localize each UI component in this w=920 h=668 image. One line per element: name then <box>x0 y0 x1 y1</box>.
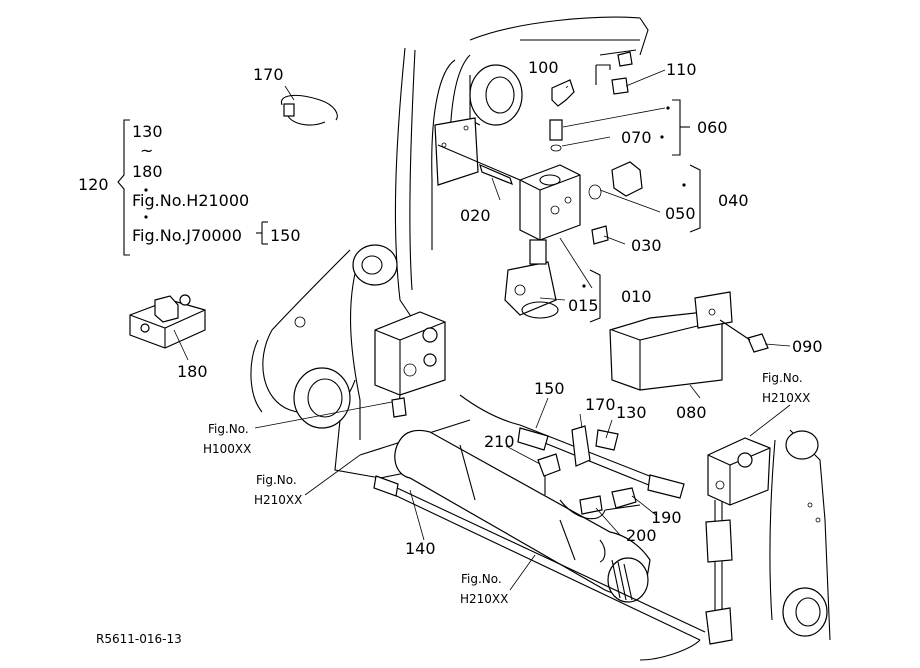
label-110: 110 <box>666 60 697 79</box>
ref-fig-no-h210-bottom: Fig.No. <box>461 572 502 586</box>
leader-lines <box>173 69 791 591</box>
ref-h210xx-bottom: H210XX <box>460 592 508 606</box>
valve-block-upper <box>437 51 769 391</box>
label-190: 190 <box>651 508 682 527</box>
ref-fig-no-h210-left: Fig.No. <box>256 473 297 487</box>
label-130: 130 <box>616 403 647 422</box>
label-100: 100 <box>528 58 559 77</box>
label-090: 090 <box>792 337 823 356</box>
label-040: 040 <box>718 191 749 210</box>
valve-block-lower <box>374 311 446 418</box>
label-050: 050 <box>665 204 696 223</box>
label-180: 180 <box>177 362 208 381</box>
label-130-group: 130 <box>132 122 163 141</box>
label-010: 010 <box>621 287 652 306</box>
label-170: 170 <box>585 395 616 414</box>
label-210: 210 <box>484 432 515 451</box>
label-070: 070 <box>621 128 652 147</box>
range-tilde: ~ <box>140 141 153 160</box>
ref-h210xx-left: H210XX <box>254 493 302 507</box>
label-200: 200 <box>626 526 657 545</box>
label-150: 150 <box>534 379 565 398</box>
callout-labels: 170 100 110 060 070 040 050 020 030 010 … <box>78 58 823 646</box>
label-060: 060 <box>697 118 728 137</box>
label-180-group: 180 <box>132 162 163 181</box>
right-arm <box>769 429 831 641</box>
part-170-cable-tie <box>280 94 338 126</box>
label-140: 140 <box>405 539 436 558</box>
label-015: 015 <box>568 296 599 315</box>
label-170-top: 170 <box>253 65 284 84</box>
ref-h210xx-right: H210XX <box>762 391 810 405</box>
label-020: 020 <box>460 206 491 225</box>
callout-brackets <box>582 99 701 323</box>
group-bracket-120 <box>117 119 268 256</box>
ref-fig-no-h210-right: Fig.No. <box>762 371 803 385</box>
cylinder-and-hoses <box>373 394 771 661</box>
label-150-group: 150 <box>270 226 301 245</box>
label-080: 080 <box>676 403 707 422</box>
label-120: 120 <box>78 175 109 194</box>
ref-fig-j70000: Fig.No.J70000 <box>132 226 242 245</box>
ref-fig-no-h100: Fig.No. <box>208 422 249 436</box>
label-030: 030 <box>631 236 662 255</box>
ref-h100xx: H100XX <box>203 442 251 456</box>
part-180-block <box>129 294 206 349</box>
drawing-number: R5611-016-13 <box>96 632 182 646</box>
ref-fig-h21000: Fig.No.H21000 <box>132 191 249 210</box>
